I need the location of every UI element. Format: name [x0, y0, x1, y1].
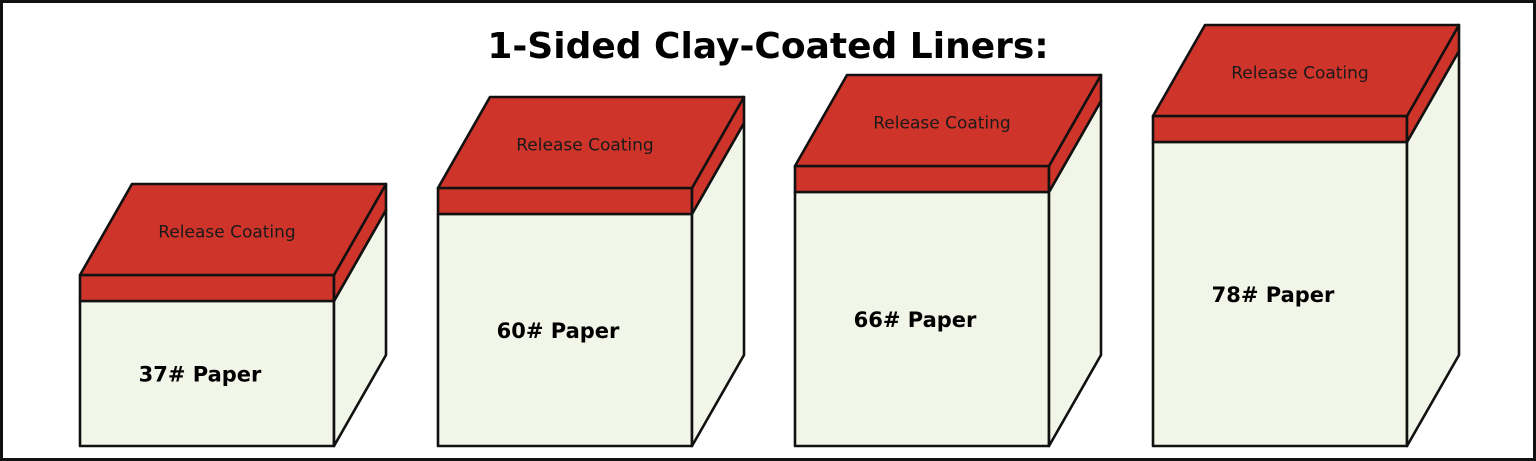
- paper-weight-label: 66# Paper: [854, 308, 977, 332]
- liner-box: Release Coating 60# Paper: [436, 95, 746, 448]
- liner-box: Release Coating 66# Paper: [793, 73, 1103, 448]
- release-coating-label: Release Coating: [873, 114, 1010, 134]
- paper-front-face: [1151, 140, 1409, 448]
- coating-front-band: [78, 273, 336, 303]
- coating-front-band: [793, 164, 1051, 194]
- release-coating-label: Release Coating: [516, 136, 653, 156]
- paper-weight-label: 78# Paper: [1212, 283, 1335, 307]
- coating-front-band: [436, 186, 694, 216]
- coating-top-face: [78, 182, 388, 277]
- paper-front-face: [793, 190, 1051, 448]
- coating-front-band: [1151, 114, 1409, 144]
- paper-front-face: [436, 212, 694, 448]
- coating-top-face: [1151, 23, 1461, 118]
- paper-weight-label: 37# Paper: [139, 363, 262, 387]
- coating-top-face: [793, 73, 1103, 168]
- release-coating-label: Release Coating: [158, 223, 295, 243]
- diagram-title: 1-Sided Clay-Coated Liners:: [487, 26, 1048, 67]
- coating-top-face: [436, 95, 746, 190]
- release-coating-label: Release Coating: [1231, 64, 1368, 84]
- liner-boxes: Release Coating 37# Paper Release Coating 6…: [78, 23, 1461, 448]
- liner-box: Release Coating 78# Paper: [1151, 23, 1461, 448]
- paper-front-face: [78, 299, 336, 448]
- paper-weight-label: 60# Paper: [497, 319, 620, 343]
- liner-box: Release Coating 37# Paper: [78, 182, 388, 448]
